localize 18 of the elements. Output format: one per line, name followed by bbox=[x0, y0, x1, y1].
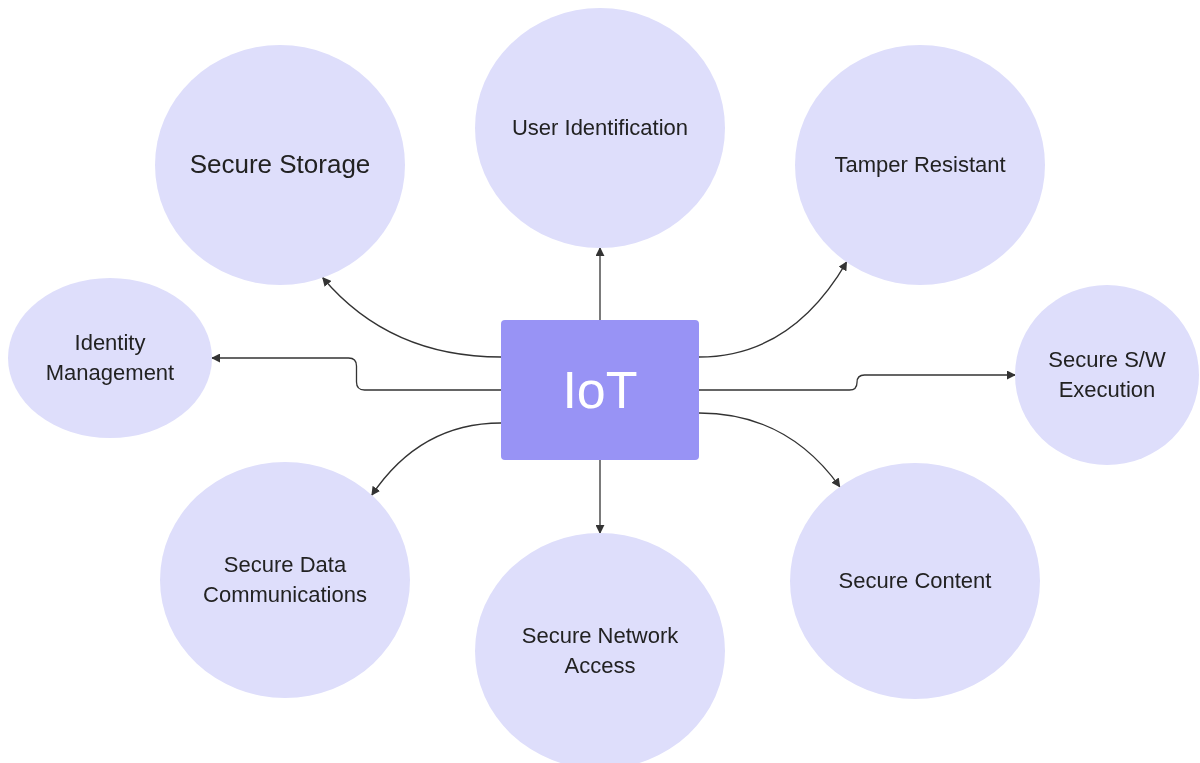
node-label: User Identification bbox=[511, 114, 689, 143]
arrow bbox=[698, 261, 848, 358]
node-label: Secure S/W Execution bbox=[1047, 346, 1167, 404]
node-label: Secure Network Access bbox=[520, 622, 680, 680]
arrow bbox=[698, 370, 1016, 391]
arrow bbox=[322, 277, 502, 358]
arrow bbox=[595, 459, 605, 534]
node-label: Secure Storage bbox=[189, 148, 371, 182]
arrow bbox=[595, 247, 605, 321]
node-label: Tamper Resistant bbox=[834, 151, 1006, 180]
node-label: Secure Content bbox=[838, 567, 992, 596]
node-label: Identity Management bbox=[45, 329, 175, 387]
arrow bbox=[698, 412, 841, 488]
hub-box bbox=[501, 320, 699, 460]
node-label: IoT bbox=[562, 360, 638, 420]
node-label: Secure Data Communications bbox=[202, 551, 368, 609]
arrow bbox=[371, 422, 502, 496]
arrow bbox=[211, 353, 502, 391]
